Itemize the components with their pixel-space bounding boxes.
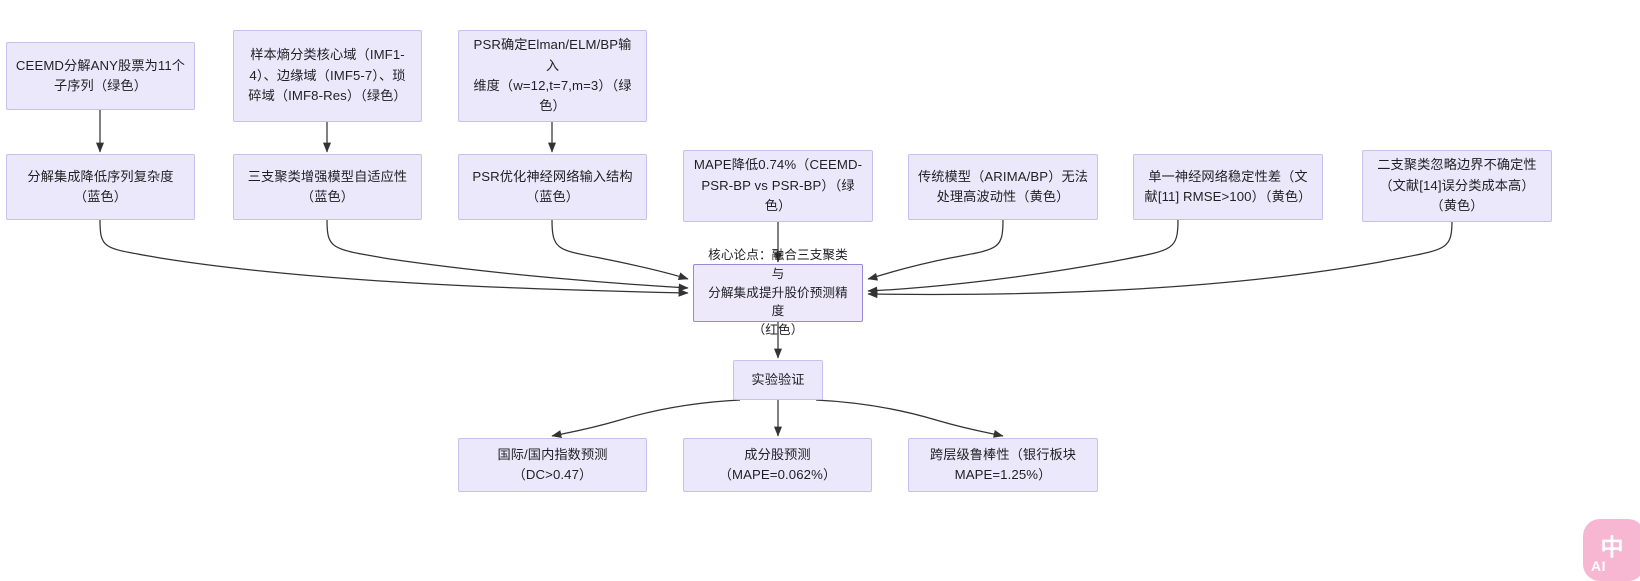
node-label: 跨层级鲁棒性（银行板块 MAPE=1.25%） (929, 446, 1077, 482)
node-label: 样本熵分类核心域（IMF1- 4）、边缘域（IMF5-7）、琐 碎域（IMF8-… (248, 47, 407, 104)
edge-n5-core (326, 219, 689, 292)
node-psr-input-dim[interactable]: PSR确定Elman/ELM/BP输入 维度（w=12,t=7,m=3）（绿 色… (458, 30, 647, 122)
node-label: CEEMD分解ANY股票为11个 子序列（绿色） (15, 57, 186, 93)
edge-n6-core (551, 219, 689, 281)
node-constituent-stock-forecast[interactable]: 成分股预测 （MAPE=0.062%） (683, 438, 872, 492)
node-label: 三支聚类增强模型自适应性 （蓝色） (247, 168, 408, 204)
node-mape-reduction[interactable]: MAPE降低0.74%（CEEMD- PSR-BP vs PSR-BP）（绿 色… (683, 150, 873, 222)
node-label: PSR确定Elman/ELM/BP输入 维度（w=12,t=7,m=3）（绿 色… (473, 37, 632, 114)
node-ceemd-decompose[interactable]: CEEMD分解ANY股票为11个 子序列（绿色） (6, 42, 195, 110)
node-sample-entropy[interactable]: 样本熵分类核心域（IMF1- 4）、边缘域（IMF5-7）、琐 碎域（IMF8-… (233, 30, 422, 122)
node-label: 二支聚类忽略边界不确定性 （文献[14]误分类成本高） （黄色） (1377, 157, 1537, 214)
node-label: MAPE降低0.74%（CEEMD- PSR-BP vs PSR-BP）（绿 色… (693, 157, 863, 214)
node-label: 传统模型（ARIMA/BP）无法 处理高波动性（黄色） (917, 168, 1089, 204)
watermark-main-text: 中 (1600, 534, 1624, 561)
node-two-way-cluster-limit[interactable]: 二支聚类忽略边界不确定性 （文献[14]误分类成本高） （黄色） (1362, 150, 1552, 222)
node-reduce-complexity[interactable]: 分解集成降低序列复杂度 （蓝色） (6, 154, 195, 220)
node-label: 分解集成降低序列复杂度 （蓝色） (27, 168, 174, 204)
node-psr-optimize-structure[interactable]: PSR优化神经网络输入结构 （蓝色） (458, 154, 647, 220)
edge-n4-core (99, 219, 689, 297)
edge-verify-n11 (551, 399, 741, 438)
node-label: 核心论点：融合三支聚类与 分解集成提升股价预测精度 （红色） (708, 247, 848, 338)
node-traditional-model-limit[interactable]: 传统模型（ARIMA/BP）无法 处理高波动性（黄色） (908, 154, 1098, 220)
node-label: 单一神经网络稳定性差（文 献[11] RMSE>100）（黄色） (1144, 168, 1312, 204)
node-three-way-adaptive[interactable]: 三支聚类增强模型自适应性 （蓝色） (233, 154, 422, 220)
node-label: 实验验证 (751, 371, 805, 387)
edge-n9-core (867, 219, 1179, 295)
node-core-thesis[interactable]: 核心论点：融合三支聚类与 分解集成提升股价预测精度 （红色） (693, 248, 863, 337)
node-index-forecast[interactable]: 国际/国内指数预测 （DC>0.47） (458, 438, 647, 492)
watermark-sub-text: AI (1591, 558, 1606, 574)
node-experiment-verify[interactable]: 实验验证 (733, 360, 823, 400)
node-label: 成分股预测 （MAPE=0.062%） (718, 446, 837, 482)
node-label: PSR优化神经网络输入结构 （蓝色） (472, 168, 633, 204)
node-single-nn-instability[interactable]: 单一神经网络稳定性差（文 献[11] RMSE>100）（黄色） (1133, 154, 1323, 220)
node-label: 国际/国内指数预测 （DC>0.47） (497, 446, 608, 482)
edge-verify-n13 (815, 399, 1004, 438)
edge-n8-core (867, 219, 1004, 281)
node-cross-level-robustness[interactable]: 跨层级鲁棒性（银行板块 MAPE=1.25%） (908, 438, 1098, 492)
edge-n10-core (867, 219, 1453, 299)
watermark-logo: 中 AI (1583, 519, 1640, 581)
